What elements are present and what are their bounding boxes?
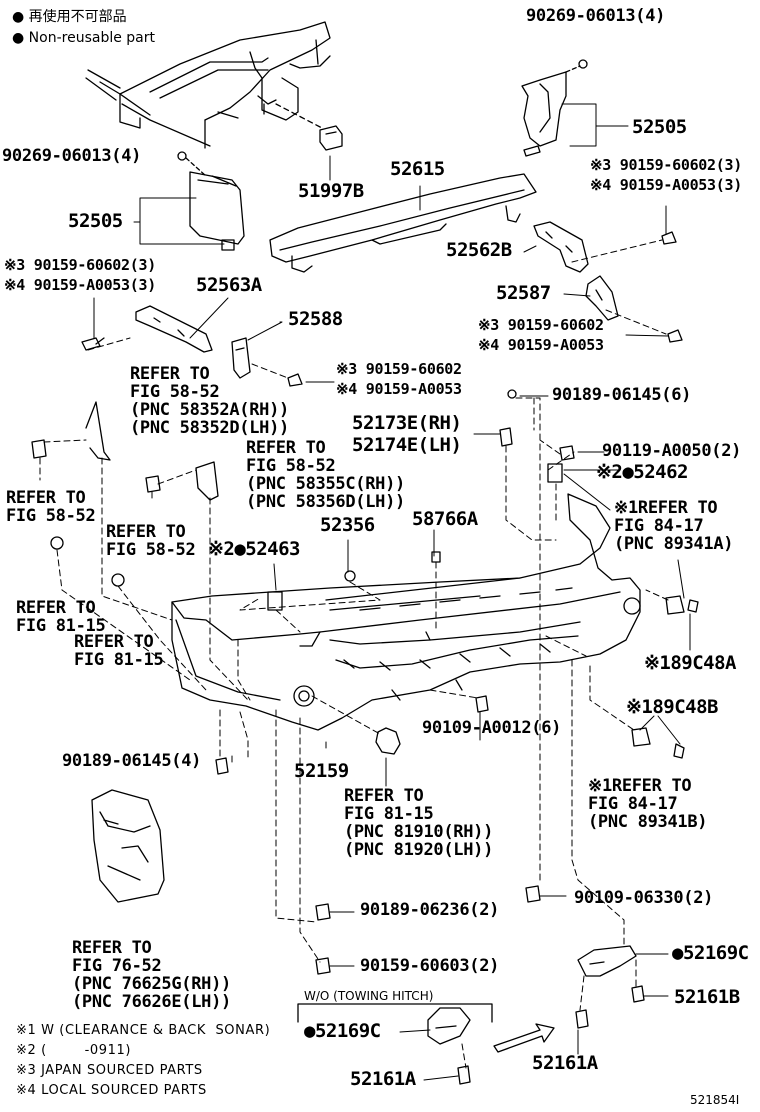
bumper-cover-52159-drawing: [171, 493, 641, 731]
legend-text-jp: 再使用不可部品: [28, 9, 127, 25]
part-label[interactable]: 52562B: [446, 239, 512, 261]
bracket-52588-drawing: [231, 337, 251, 379]
part-label[interactable]: ※4 90159-A0053: [478, 336, 604, 354]
legend-line-1: ● 再使用不可部品: [12, 10, 127, 24]
bracket-52562b-drawing: [533, 221, 589, 273]
part-label[interactable]: 90189-06145(6): [552, 385, 692, 405]
reference-label[interactable]: REFER TO FIG 58-52 (PNC 58355C(RH)) (PNC…: [246, 438, 405, 512]
footnote-3: ※3 JAPAN SOURCED PARTS: [16, 1063, 203, 1078]
bumper-reinforcement-52615-drawing: [269, 173, 537, 273]
part-label[interactable]: 90159-60603(2): [360, 956, 500, 976]
leader-lines: [93, 103, 691, 1081]
part-label[interactable]: 51997B: [298, 180, 364, 202]
bracket-52563a-drawing: [135, 305, 213, 353]
part-label[interactable]: ※189C48B: [626, 696, 719, 718]
part-label[interactable]: 52161A: [350, 1068, 416, 1090]
part-label[interactable]: ※3 90159-60602: [478, 316, 604, 334]
bracket-52169c-left-drawing: [427, 1007, 471, 1045]
part-label[interactable]: 90269-06013(4): [2, 146, 142, 166]
part-label[interactable]: 52174E(LH): [352, 434, 462, 456]
part-label[interactable]: 52356: [320, 514, 375, 536]
part-label[interactable]: 52173E(RH): [352, 412, 462, 434]
figure-code: 521854I: [690, 1093, 740, 1107]
reference-label[interactable]: REFER TO FIG 58-52: [6, 488, 96, 526]
footnote-1: ※1 W (CLEARANCE & BACK SONAR): [16, 1023, 271, 1038]
part-label[interactable]: ※4 90159-A0053: [336, 380, 462, 398]
legend-text-en: Non-reusable part: [28, 30, 155, 46]
reference-label[interactable]: REFER TO FIG 81-15 (PNC 81910(RH)) (PNC …: [344, 786, 494, 860]
part-label[interactable]: 90269-06013(4): [526, 6, 666, 26]
plug-81910-drawing: [375, 727, 401, 755]
part-label[interactable]: 52505: [68, 210, 123, 232]
part-label[interactable]: 52563A: [196, 274, 262, 296]
sensor-89c48a-drawing: [665, 595, 699, 615]
mudflap-drawing: [91, 789, 165, 903]
sensor-89c48b-drawing: [631, 727, 685, 759]
part-label[interactable]: ※189C48A: [644, 652, 737, 674]
legend-line-2: ● Non-reusable part: [12, 31, 155, 45]
non-reusable-bullet-icon: ●: [12, 30, 25, 46]
non-reusable-bullet-icon: ●: [12, 9, 25, 25]
part-label[interactable]: 52159: [294, 760, 349, 782]
mudguard-right-52505-drawing: [521, 59, 588, 157]
assembly-lines: [39, 239, 669, 1069]
part-label[interactable]: ※4 90159-A0053(3): [4, 276, 156, 294]
reference-label[interactable]: REFER TO FIG 76-52 (PNC 76625G(RH)) (PNC…: [72, 938, 231, 1012]
part-label[interactable]: 90109-06330(2): [574, 888, 714, 908]
part-label[interactable]: ●52169C: [672, 942, 749, 964]
bracket-52169c-right-drawing: [577, 945, 637, 977]
footnote-4: ※4 LOCAL SOURCED PARTS: [16, 1083, 207, 1098]
part-label[interactable]: ※2●52462: [596, 461, 689, 483]
part-label[interactable]: 58766A: [412, 508, 478, 530]
mudguard-left-52505-drawing: [177, 151, 245, 251]
part-label[interactable]: ※1REFER TO FIG 84-17 (PNC 89341A): [614, 498, 734, 554]
reference-label[interactable]: REFER TO FIG 58-52: [106, 522, 196, 560]
bracket-51997b-drawing: [319, 125, 343, 151]
towing-hitch-caption: W/O (TOWING HITCH): [304, 989, 434, 1003]
part-label[interactable]: 90119-A0050(2): [602, 441, 742, 461]
footnote-2: ※2 ( -0911): [16, 1043, 132, 1058]
part-label[interactable]: 52161A: [532, 1052, 598, 1074]
reference-label[interactable]: REFER TO FIG 81-15: [16, 598, 106, 636]
reference-label[interactable]: REFER TO FIG 58-52 (PNC 58352A(RH)) (PNC…: [130, 364, 289, 438]
part-label[interactable]: 52587: [496, 282, 551, 304]
bracket-52587-drawing: [585, 275, 619, 321]
part-label[interactable]: 52505: [632, 116, 687, 138]
part-label[interactable]: ※3 90159-60602(3): [590, 156, 742, 174]
part-label[interactable]: 52588: [288, 308, 343, 330]
part-label[interactable]: ●52169C: [304, 1020, 381, 1042]
part-label[interactable]: ※4 90159-A0053(3): [590, 176, 742, 194]
part-label[interactable]: ※3 90159-60602: [336, 360, 462, 378]
part-label[interactable]: 90109-A0012(6): [422, 718, 562, 738]
part-label[interactable]: ※3 90159-60602(3): [4, 256, 156, 274]
part-label[interactable]: 90189-06236(2): [360, 900, 500, 920]
part-label[interactable]: 52161B: [674, 986, 740, 1008]
reference-label[interactable]: REFER TO FIG 81-15: [74, 632, 164, 670]
frame-hitch-member-drawing: [85, 21, 331, 149]
part-label[interactable]: ※1REFER TO FIG 84-17 (PNC 89341B): [588, 776, 708, 832]
part-label[interactable]: 90189-06145(4): [62, 751, 202, 771]
part-label[interactable]: ※2●52463: [208, 538, 301, 560]
part-label[interactable]: 52615: [390, 158, 445, 180]
